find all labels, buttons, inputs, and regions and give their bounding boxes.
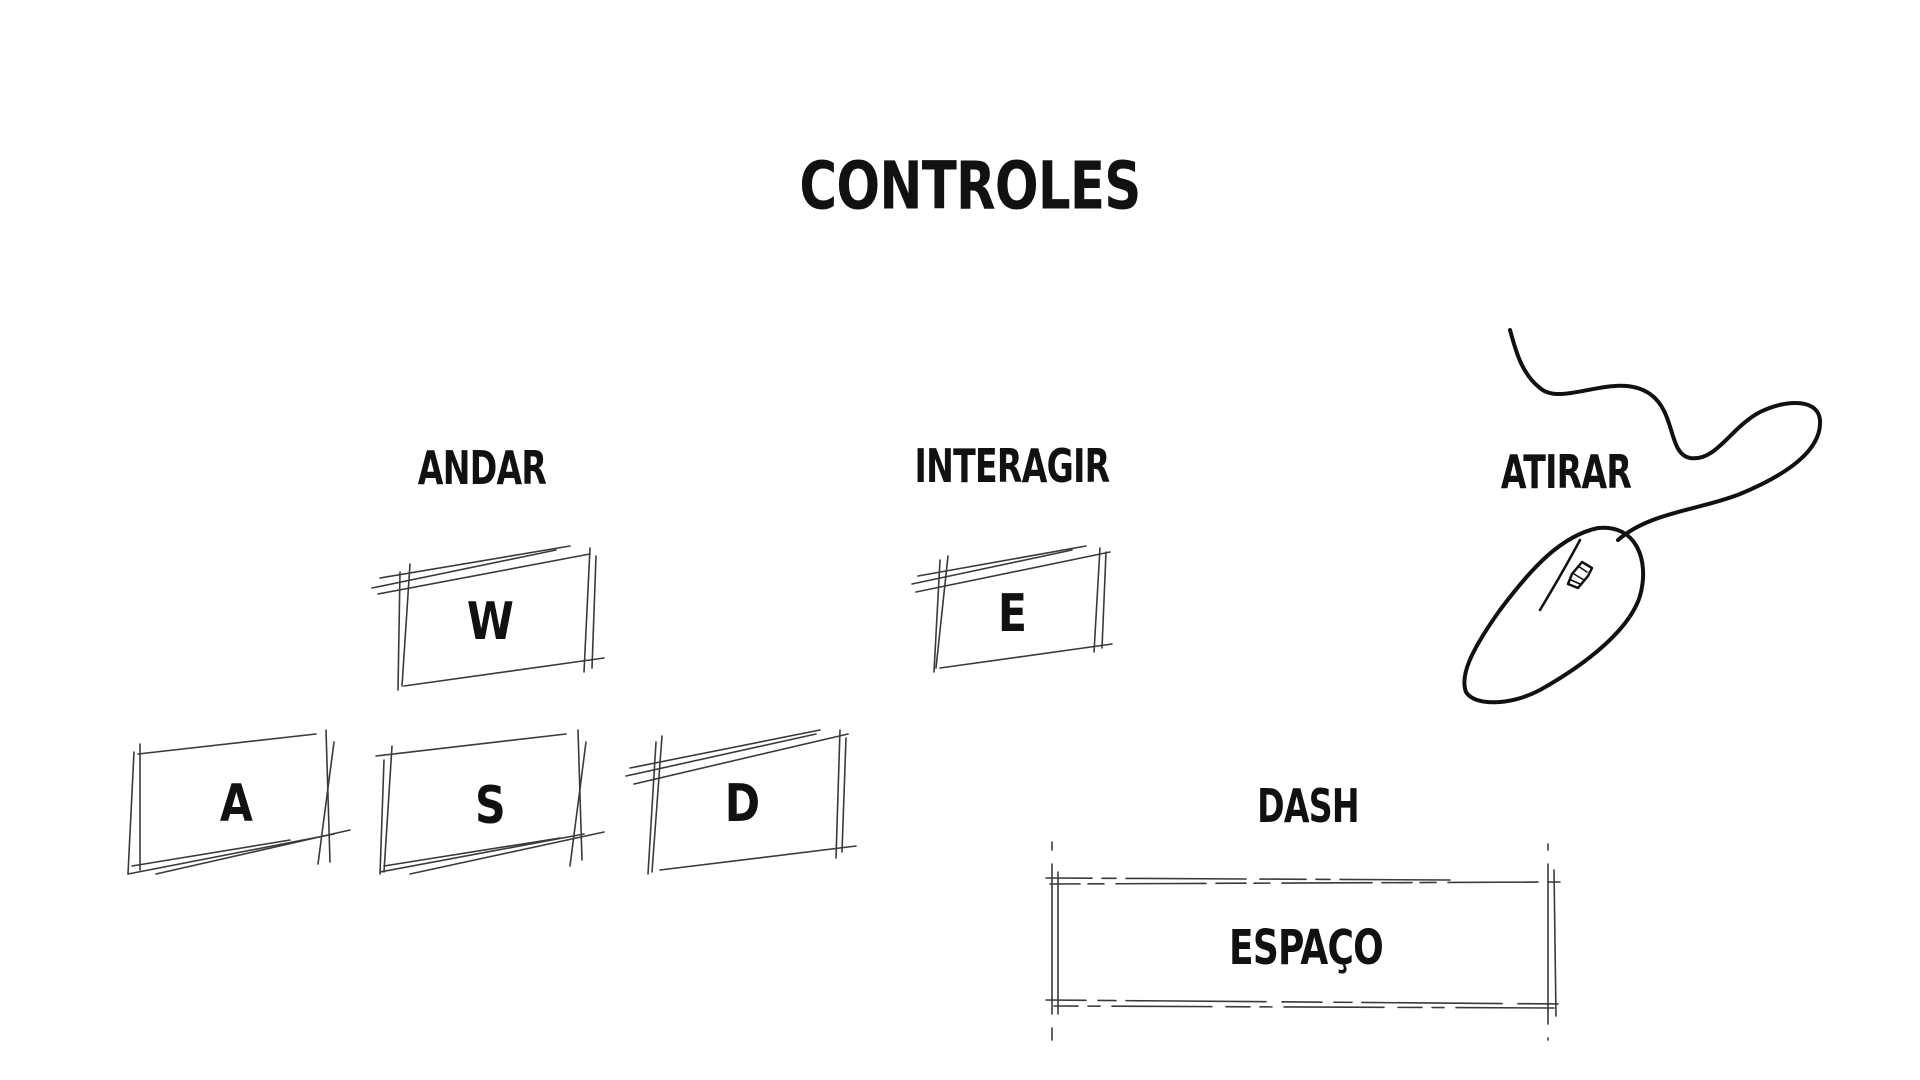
key-frame-space bbox=[1045, 841, 1561, 1041]
key-w: W bbox=[466, 592, 514, 652]
key-frame-a bbox=[127, 729, 351, 875]
key-a: A bbox=[219, 774, 253, 834]
key-space: ESPAÇO bbox=[1229, 920, 1384, 976]
key-s: S bbox=[475, 776, 506, 836]
walk-label: ANDAR bbox=[417, 441, 547, 495]
page-title: CONTROLES bbox=[799, 147, 1141, 225]
shoot-label: ATIRAR bbox=[1500, 445, 1632, 499]
key-d: D bbox=[724, 774, 760, 834]
key-frame-s bbox=[375, 729, 605, 875]
key-frame-d bbox=[625, 729, 857, 875]
key-e: E bbox=[997, 584, 1027, 644]
dash-label: DASH bbox=[1257, 779, 1360, 833]
mouse-icon bbox=[1462, 328, 1823, 705]
interact-label: INTERAGIR bbox=[914, 439, 1111, 493]
key-frame-e bbox=[911, 545, 1113, 673]
key-frame-w bbox=[371, 545, 605, 691]
